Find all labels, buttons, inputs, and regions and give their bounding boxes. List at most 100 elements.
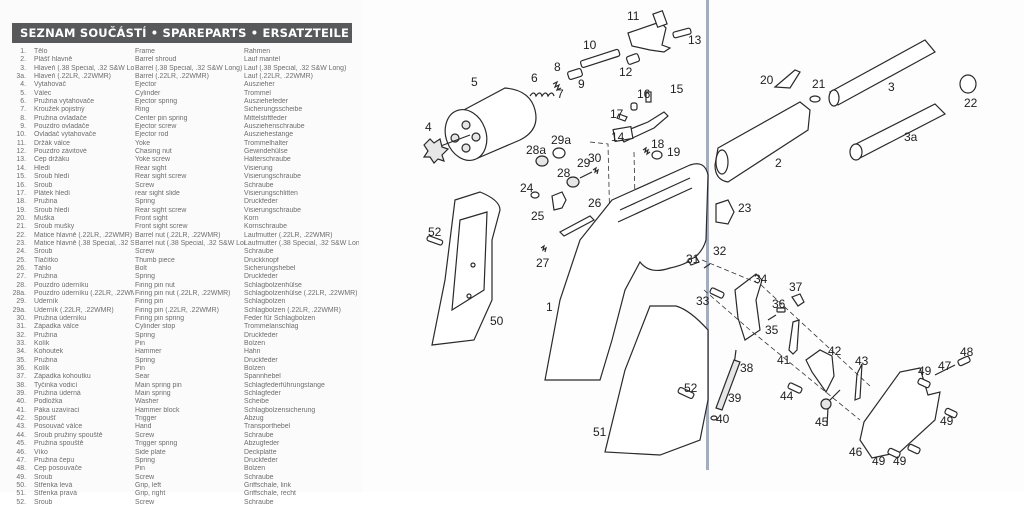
parts-list-number: 36. bbox=[16, 365, 26, 373]
parts-list-de-name: Bolzen bbox=[244, 340, 266, 348]
parts-list-de-name: Hahn bbox=[244, 348, 261, 356]
parts-list-number: 8. bbox=[20, 114, 26, 122]
part-sear bbox=[791, 293, 805, 307]
parts-list-en-name: Spring bbox=[135, 356, 155, 364]
parts-list-de-name: Lauf (.22LR, .22WMR) bbox=[244, 73, 313, 81]
callout-11: 11 bbox=[627, 9, 640, 23]
parts-list-cz-name: Pružina vytahovače bbox=[34, 98, 95, 106]
part-hammer-block bbox=[788, 319, 800, 355]
part-grip-right bbox=[604, 305, 709, 456]
part-rear-sight-slide bbox=[616, 113, 628, 122]
parts-list-cz-name: Kolík bbox=[34, 340, 50, 348]
parts-list-en-name: Firing pin spring bbox=[135, 315, 185, 322]
parts-list-number: 22. bbox=[16, 231, 26, 239]
parts-list-cz-name: Tlačítko bbox=[34, 256, 59, 264]
part-number-column: 1.2.3.3a.4.5.6.7.8.9.10.11.12.13.14.15.1… bbox=[12, 48, 26, 507]
parts-list-en-name: Thumb piece bbox=[135, 256, 175, 264]
callout-46: 46 bbox=[849, 445, 863, 459]
parts-list-en-name: Ejector rod bbox=[135, 131, 169, 139]
part-screw-49b bbox=[944, 407, 958, 419]
callout-24: 24 bbox=[520, 181, 534, 195]
parts-list-en-name: Spring bbox=[135, 273, 155, 281]
parts-list-cz-name: Pouzdro úderníku bbox=[34, 281, 89, 289]
parts-list-number: 20. bbox=[16, 214, 26, 222]
parts-list-de-name: Visierungschlitten bbox=[244, 189, 298, 197]
parts-list-number: 28. bbox=[16, 281, 26, 289]
part-pin-48 bbox=[957, 355, 971, 367]
parts-list-de-name: Abzugfeder bbox=[244, 440, 280, 448]
parts-list-en-name: Front sight screw bbox=[135, 223, 188, 231]
part-chasing-nut bbox=[625, 53, 641, 65]
part-screw-49a bbox=[917, 377, 931, 389]
parts-list-cz-name: Víko bbox=[34, 448, 48, 456]
parts-list-cz-name: Kohoutek bbox=[34, 348, 64, 356]
parts-list-number: 45. bbox=[16, 440, 26, 448]
parts-list-de-name: Ausziehenschraube bbox=[244, 123, 305, 131]
parts-list-de-name: Mittelstiftfeder bbox=[244, 114, 287, 122]
parts-list-number: 10. bbox=[16, 131, 26, 139]
callout-17: 17 bbox=[610, 107, 624, 121]
parts-list-en-name: Screw bbox=[135, 431, 155, 439]
part-rear-sight-screw bbox=[645, 91, 652, 103]
parts-list-de-name: Druckfeder bbox=[244, 456, 278, 464]
parts-list-number: 27. bbox=[16, 273, 26, 281]
callout-35: 35 bbox=[765, 323, 779, 337]
parts-list-en-name: Screw bbox=[135, 181, 155, 189]
parts-list-number: 46. bbox=[16, 448, 26, 456]
parts-list-number: 49. bbox=[16, 473, 26, 481]
parts-list-cz-name: Pružina bbox=[34, 331, 58, 339]
parts-list-en-name: Cylinder stop bbox=[135, 323, 176, 331]
parts-list-number: 41. bbox=[16, 406, 26, 414]
callout-2: 2 bbox=[775, 156, 782, 170]
parts-list-number: 39. bbox=[16, 390, 26, 398]
parts-list-en-name: Barrel (.38 Special, .32 S&W Long) bbox=[135, 64, 243, 72]
callout-25: 25 bbox=[531, 209, 545, 223]
part-screw-52-right bbox=[677, 386, 695, 400]
parts-list-cz-name: Pružina úderná bbox=[34, 390, 81, 398]
part-screw-16 bbox=[630, 102, 638, 111]
part-ejector-screw bbox=[567, 67, 583, 81]
parts-list-header: SEZNAM SOUČÁSTÍ • SPAREPARTS • ERSATZTEI… bbox=[12, 23, 352, 43]
parts-list-cz-name: Podložka bbox=[34, 398, 63, 406]
callout-15: 15 bbox=[670, 82, 684, 96]
callout-10: 10 bbox=[583, 38, 597, 52]
parts-list-de-name: Sicherungshebel bbox=[244, 264, 296, 272]
parts-list-cz-name: Matice hlavně (.22LR, .22WMR) bbox=[34, 231, 133, 239]
callout-9: 9 bbox=[578, 77, 585, 91]
parts-list-en-name: Barrel nut (.38 Special, .32 S&W Long) bbox=[135, 239, 245, 247]
parts-list-en-name: Ejector spring bbox=[135, 98, 178, 106]
parts-list-number: 14. bbox=[16, 164, 26, 172]
parts-list-de-name: Druckfeder bbox=[244, 273, 278, 281]
parts-list-cz-name: Šroub bbox=[34, 248, 53, 256]
parts-list-cz-name: Střenka levá bbox=[34, 481, 73, 489]
part-hammer bbox=[734, 273, 763, 341]
parts-list-number: 47. bbox=[16, 456, 26, 464]
parts-list-number: 6. bbox=[20, 98, 26, 106]
part-cylinder bbox=[444, 87, 537, 161]
part-bolt bbox=[559, 215, 595, 237]
parts-list-de-name: Visierungschraube bbox=[244, 173, 301, 181]
parts-list-number: 3. bbox=[20, 64, 26, 72]
parts-list-cz-name: Válec bbox=[34, 89, 52, 97]
parts-list-number: 1. bbox=[20, 48, 26, 55]
parts-list-cz-name: Muška bbox=[34, 214, 55, 222]
parts-list-cz-name: Tyčinka vodicí bbox=[34, 381, 78, 389]
parts-list-number: 12. bbox=[16, 148, 26, 156]
parts-list-number: 28a. bbox=[12, 289, 26, 297]
callout-31: 31 bbox=[686, 252, 700, 266]
callout-28: 28 bbox=[557, 166, 571, 180]
parts-list-cz-name: Táhlo bbox=[34, 264, 52, 272]
parts-list-number: 19. bbox=[16, 206, 26, 214]
callout-47: 47 bbox=[938, 359, 952, 373]
parts-list-de-name: Trommelhalter bbox=[244, 139, 289, 147]
parts-list-cz-name: Hlaveň (.22LR, .22WMR) bbox=[34, 73, 111, 81]
parts-list-number: 42. bbox=[16, 415, 26, 423]
parts-list-de-name: Schraube bbox=[244, 181, 274, 189]
parts-list-de-name: Spannhebel bbox=[244, 373, 281, 381]
parts-list-de-name: Trommelanschlag bbox=[244, 323, 299, 331]
parts-list-en-name: Main spring bbox=[135, 390, 171, 398]
callout-19: 19 bbox=[667, 145, 681, 159]
parts-list-number: 21. bbox=[16, 223, 26, 231]
part-hand bbox=[854, 363, 863, 401]
